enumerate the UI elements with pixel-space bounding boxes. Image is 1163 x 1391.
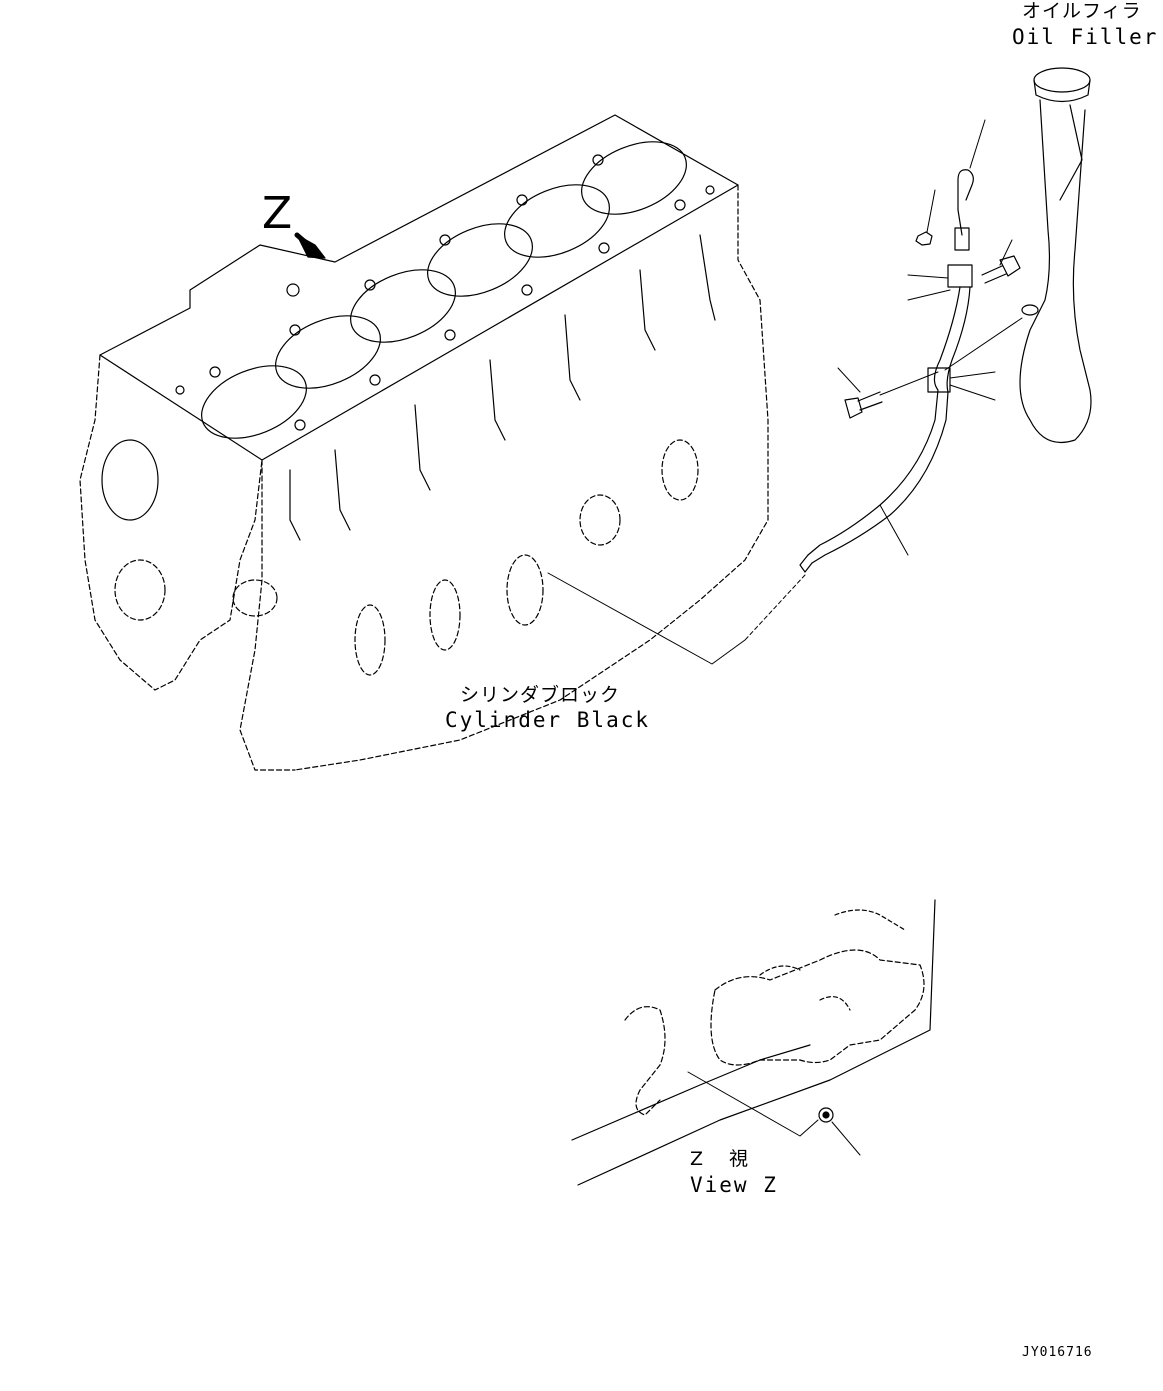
oil-filler-label-jp: オイルフィラ	[1022, 0, 1142, 22]
detail-leader	[688, 1072, 818, 1136]
detail-edge-upper	[572, 1045, 810, 1140]
filler-bracket	[1060, 105, 1082, 200]
tube-clamp-upper	[948, 265, 972, 287]
cylinder-block-label-jp: シリンダブロック	[460, 684, 621, 706]
leader-lines	[548, 120, 1022, 664]
block-left-face	[80, 355, 262, 690]
block-front-side	[240, 460, 295, 770]
cylinder-block-label-en: Cylinder Black	[445, 708, 651, 732]
lower-bosses	[355, 440, 698, 675]
dipstick-neck	[958, 210, 962, 235]
block-right-side	[295, 185, 768, 770]
side-port	[233, 580, 277, 616]
view-z-marker: Z	[262, 188, 293, 239]
tube-tip	[800, 555, 812, 572]
tube-clamp-lower	[928, 368, 950, 392]
cylinder-block	[80, 115, 768, 770]
cylinder-bore-1	[191, 352, 317, 453]
filler-tube	[1020, 100, 1091, 443]
gauge-tube	[808, 287, 970, 563]
filler-cap	[1034, 68, 1090, 92]
side-ribs	[290, 235, 715, 540]
detail-edge-lower	[578, 900, 935, 1185]
deck-holes	[176, 155, 714, 430]
detail-upper-features	[760, 910, 905, 1010]
drain-plug	[819, 1108, 833, 1122]
bracket-bolt-upper	[982, 256, 1020, 283]
oil-filler	[1020, 68, 1091, 443]
block-top-deck	[100, 115, 738, 460]
view-z-detail	[572, 900, 935, 1185]
view-z-label-en: View Z	[690, 1173, 778, 1197]
bracket-bolt-lower	[845, 392, 882, 418]
cylinder-bore-3	[340, 256, 466, 357]
dipstick-assembly	[548, 120, 1022, 664]
oil-filler-label-en: Oil Filler	[1012, 25, 1159, 49]
cylinder-bore-4	[417, 210, 543, 311]
washer-nut	[916, 232, 932, 245]
detail-block	[625, 950, 924, 1115]
side-opening	[115, 560, 165, 620]
dipstick-sleeve	[955, 228, 969, 250]
view-z-label-jp: Z 視	[690, 1148, 750, 1170]
cylinder-bore-5	[494, 171, 620, 272]
cylinder-bore-2	[265, 302, 391, 403]
view-z-arrow	[297, 235, 325, 258]
drawing-id: JY016716	[1022, 1345, 1093, 1360]
filler-cap-body	[1034, 80, 1090, 102]
cylinder-bore-6	[571, 128, 697, 229]
filler-boss	[1022, 305, 1038, 315]
dipstick-handle	[958, 170, 973, 210]
crank-bore	[102, 440, 158, 520]
